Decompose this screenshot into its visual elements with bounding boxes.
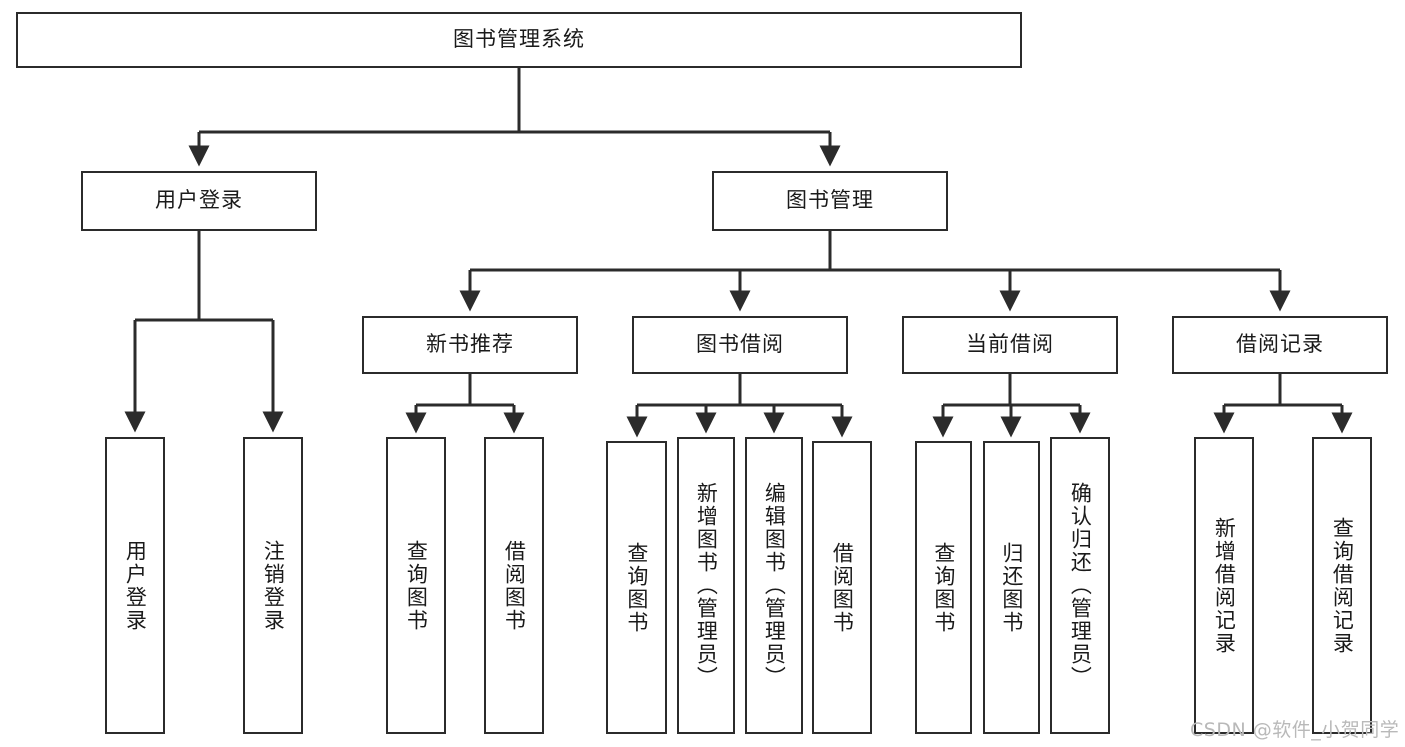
- node-leaf-borrow-book-recommend-label: 借阅图书: [502, 539, 527, 632]
- node-leaf-borrow-book[interactable]: 借阅图书: [812, 441, 872, 734]
- node-root-label: 图书管理系统: [453, 27, 585, 52]
- node-leaf-query-borrow-record-label: 查询借阅记录: [1330, 516, 1355, 655]
- node-user-login-label: 用户登录: [155, 188, 243, 213]
- node-leaf-borrow-book-recommend[interactable]: 借阅图书: [484, 437, 544, 734]
- node-leaf-user-logout[interactable]: 注销登录: [243, 437, 303, 734]
- node-book-borrow[interactable]: 图书借阅: [632, 316, 848, 374]
- node-leaf-add-borrow-record-label: 新增借阅记录: [1212, 516, 1237, 655]
- node-leaf-user-login-label: 用户登录: [123, 539, 148, 632]
- node-leaf-query-book-recommend-label: 查询图书: [404, 539, 429, 632]
- node-book-management[interactable]: 图书管理: [712, 171, 948, 231]
- node-user-login[interactable]: 用户登录: [81, 171, 317, 231]
- node-leaf-return-book-label: 归还图书: [999, 541, 1024, 634]
- node-leaf-confirm-return-admin-label: 确认归还（管理员）: [1068, 482, 1093, 689]
- node-leaf-query-book-current[interactable]: 查询图书: [915, 441, 972, 734]
- node-leaf-query-book-borrow[interactable]: 查询图书: [606, 441, 667, 734]
- node-leaf-add-book-admin-label: 新增图书（管理员）: [694, 482, 719, 689]
- node-leaf-user-logout-label: 注销登录: [261, 539, 286, 632]
- node-book-management-label: 图书管理: [786, 188, 874, 213]
- node-new-book-recommend[interactable]: 新书推荐: [362, 316, 578, 374]
- node-leaf-query-borrow-record[interactable]: 查询借阅记录: [1312, 437, 1372, 734]
- node-borrow-record-label: 借阅记录: [1236, 332, 1324, 357]
- node-book-borrow-label: 图书借阅: [696, 332, 784, 357]
- csdn-watermark: CSDN @软件_小贺同学: [1190, 719, 1400, 741]
- node-leaf-return-book[interactable]: 归还图书: [983, 441, 1040, 734]
- node-leaf-edit-book-admin-label: 编辑图书（管理员）: [762, 482, 787, 689]
- node-leaf-user-login[interactable]: 用户登录: [105, 437, 165, 734]
- node-leaf-add-borrow-record[interactable]: 新增借阅记录: [1194, 437, 1254, 734]
- node-borrow-record[interactable]: 借阅记录: [1172, 316, 1388, 374]
- node-leaf-borrow-book-label: 借阅图书: [830, 541, 855, 634]
- node-current-borrow[interactable]: 当前借阅: [902, 316, 1118, 374]
- node-current-borrow-label: 当前借阅: [966, 332, 1054, 357]
- node-leaf-add-book-admin[interactable]: 新增图书（管理员）: [677, 437, 735, 734]
- node-leaf-query-book-recommend[interactable]: 查询图书: [386, 437, 446, 734]
- node-root[interactable]: 图书管理系统: [16, 12, 1022, 68]
- node-new-book-recommend-label: 新书推荐: [426, 332, 514, 357]
- node-leaf-query-book-borrow-label: 查询图书: [624, 541, 649, 634]
- node-leaf-edit-book-admin[interactable]: 编辑图书（管理员）: [745, 437, 803, 734]
- node-leaf-query-book-current-label: 查询图书: [931, 541, 956, 634]
- node-leaf-confirm-return-admin[interactable]: 确认归还（管理员）: [1050, 437, 1110, 734]
